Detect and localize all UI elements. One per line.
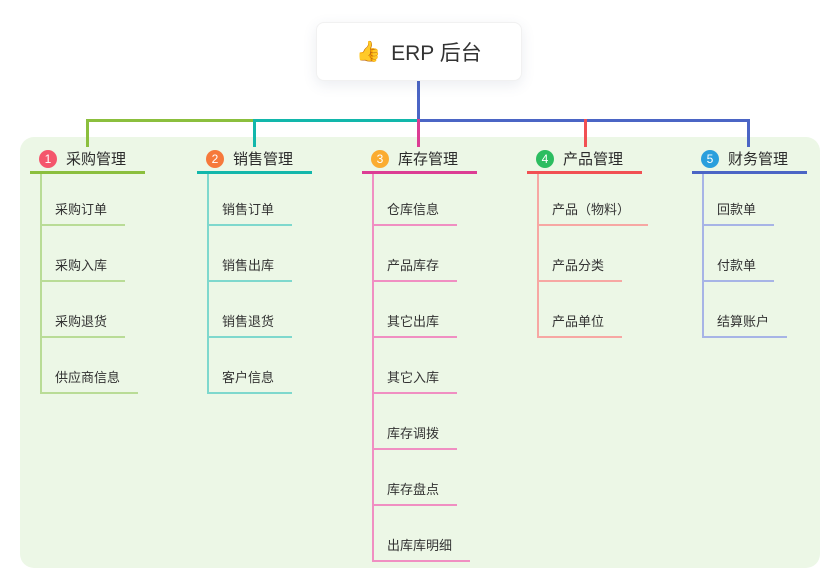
child-label: 销售订单 xyxy=(222,202,275,217)
child-label: 回款单 xyxy=(717,202,757,217)
connector-drop-finance xyxy=(747,119,750,147)
branch-number-badge: 1 xyxy=(39,149,57,168)
child-node[interactable]: 回款单 xyxy=(704,174,775,226)
connector-horizontal-teal xyxy=(253,119,417,122)
branch-label: 库存管理 xyxy=(398,151,459,168)
connector-drop-sales xyxy=(253,119,256,147)
connector-drop-purchase xyxy=(86,119,89,147)
child-label: 结算账户 xyxy=(717,314,770,329)
connector-root-drop xyxy=(417,81,420,119)
branches-panel xyxy=(20,137,820,568)
branch-product: 4 产品管理 产品（物料） 产品分类产品单位 xyxy=(527,146,677,338)
child-label: 其它出库 xyxy=(387,314,440,329)
branch-inventory-children: 仓库信息产品库存其它出库其它入库库存调拨库存盘点出库库明细 xyxy=(372,174,471,562)
child-node[interactable]: 其它出库 xyxy=(374,282,458,338)
branch-number-badge: 4 xyxy=(536,149,554,168)
root-node[interactable]: 👍 ERP 后台 xyxy=(316,22,522,81)
branch-purchase-children: 采购订单采购入库采购退货供应商信息 xyxy=(40,174,139,394)
child-node[interactable]: 付款单 xyxy=(704,226,775,282)
branch-label: 采购管理 xyxy=(66,151,127,168)
child-node[interactable]: 产品单位 xyxy=(539,282,623,338)
child-node[interactable]: 销售出库 xyxy=(209,226,293,282)
child-label: 仓库信息 xyxy=(387,202,440,217)
child-label: 付款单 xyxy=(717,258,757,273)
child-node[interactable]: 产品（物料） xyxy=(539,174,649,226)
child-node[interactable]: 采购退货 xyxy=(42,282,126,338)
child-label: 产品分类 xyxy=(552,258,605,273)
branch-product-header[interactable]: 4 产品管理 xyxy=(527,146,642,174)
child-node[interactable]: 销售订单 xyxy=(209,174,293,226)
connector-drop-product xyxy=(584,119,587,147)
branch-inventory-header[interactable]: 3 库存管理 xyxy=(362,146,477,174)
branch-label: 销售管理 xyxy=(233,151,294,168)
connector-horizontal-green xyxy=(86,119,253,122)
child-label: 产品（物料） xyxy=(552,202,631,217)
child-node[interactable]: 其它入库 xyxy=(374,338,458,394)
branch-sales-header[interactable]: 2 销售管理 xyxy=(197,146,312,174)
branch-finance-children: 回款单付款单结算账户 xyxy=(702,174,788,338)
child-node[interactable]: 结算账户 xyxy=(704,282,788,338)
child-node[interactable]: 销售退货 xyxy=(209,282,293,338)
child-label: 销售退货 xyxy=(222,314,275,329)
child-label: 采购退货 xyxy=(55,314,108,329)
child-label: 库存盘点 xyxy=(387,482,440,497)
child-node[interactable]: 采购入库 xyxy=(42,226,126,282)
branch-sales: 2 销售管理 销售订单销售出库销售退货客户信息 xyxy=(197,146,347,394)
branch-finance: 5 财务管理 回款单付款单结算账户 xyxy=(692,146,839,338)
child-node[interactable]: 库存调拨 xyxy=(374,394,458,450)
branch-label: 产品管理 xyxy=(563,151,624,168)
child-node[interactable]: 库存盘点 xyxy=(374,450,458,506)
branch-number-badge: 3 xyxy=(371,149,389,168)
branch-label: 财务管理 xyxy=(728,151,789,168)
child-label: 出库库明细 xyxy=(387,538,453,553)
child-node[interactable]: 产品库存 xyxy=(374,226,458,282)
connector-horizontal-blue xyxy=(417,119,750,122)
root-label: ERP 后台 xyxy=(391,41,482,65)
thumbs-up-icon: 👍 xyxy=(356,41,382,63)
branch-purchase: 1 采购管理 采购订单采购入库采购退货供应商信息 xyxy=(30,146,180,394)
branch-number-badge: 2 xyxy=(206,149,224,168)
child-node[interactable]: 供应商信息 xyxy=(42,338,139,394)
branch-purchase-header[interactable]: 1 采购管理 xyxy=(30,146,145,174)
child-label: 库存调拨 xyxy=(387,426,440,441)
child-label: 采购入库 xyxy=(55,258,108,273)
branch-sales-children: 销售订单销售出库销售退货客户信息 xyxy=(207,174,293,394)
branch-inventory: 3 库存管理 仓库信息产品库存其它出库其它入库库存调拨库存盘点出库库明细 xyxy=(362,146,512,562)
child-node[interactable]: 采购订单 xyxy=(42,174,126,226)
child-label: 产品单位 xyxy=(552,314,605,329)
child-label: 客户信息 xyxy=(222,370,275,385)
child-node[interactable]: 出库库明细 xyxy=(374,506,471,562)
child-label: 供应商信息 xyxy=(55,370,121,385)
child-node[interactable]: 仓库信息 xyxy=(374,174,458,226)
branch-product-children: 产品（物料） 产品分类产品单位 xyxy=(537,174,649,338)
branch-number-badge: 5 xyxy=(701,149,719,168)
child-label: 销售出库 xyxy=(222,258,275,273)
child-node[interactable]: 客户信息 xyxy=(209,338,293,394)
child-label: 采购订单 xyxy=(55,202,108,217)
connector-drop-inventory xyxy=(417,119,420,147)
child-label: 其它入库 xyxy=(387,370,440,385)
branch-finance-header[interactable]: 5 财务管理 xyxy=(692,146,807,174)
child-label: 产品库存 xyxy=(387,258,440,273)
child-node[interactable]: 产品分类 xyxy=(539,226,623,282)
